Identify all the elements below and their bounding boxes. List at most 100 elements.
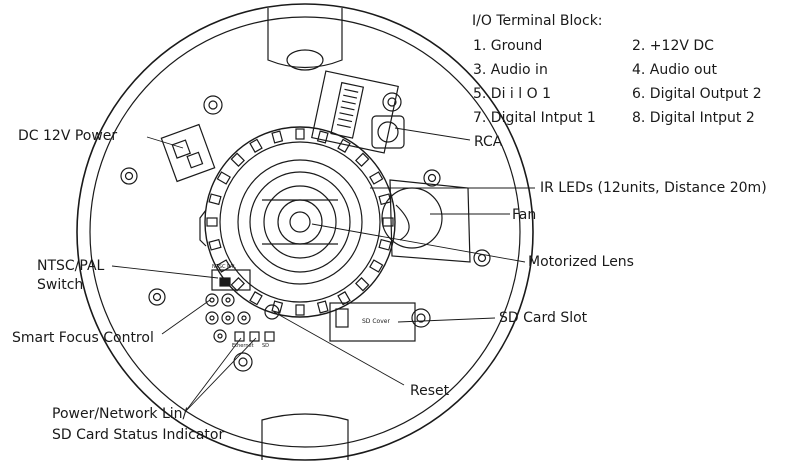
status-led — [249, 331, 260, 342]
fan-arc — [395, 204, 410, 241]
sd-card-slot-shape — [329, 302, 416, 342]
fan-housing — [389, 179, 471, 263]
fan-label: Fan — [512, 207, 537, 223]
screw — [382, 92, 402, 112]
lens-assembly — [204, 126, 396, 318]
leader-ntsc — [111, 265, 219, 279]
io-item: 6. Digital Output 2 — [632, 86, 762, 102]
top-mount-tab — [267, 8, 343, 69]
screws — [120, 92, 491, 372]
io-pins — [336, 88, 359, 129]
screw — [423, 169, 441, 187]
ir-led — [316, 130, 329, 144]
sd-slot-inner — [335, 308, 349, 328]
io-item: 2. +12V DC — [632, 38, 714, 54]
ir-leds-label: IR LEDs (12units, Distance 20m) — [540, 180, 767, 196]
top-slot — [286, 49, 324, 71]
screw — [387, 97, 397, 107]
ir-led-group — [206, 128, 394, 316]
lens-barrel-outer — [237, 159, 363, 285]
io-block-outline — [311, 70, 399, 154]
ir-led — [271, 300, 284, 314]
reset-label: Reset — [410, 383, 450, 399]
ir-led — [355, 277, 370, 292]
ir-led — [208, 238, 222, 251]
ir-led — [249, 291, 263, 306]
focus-button — [237, 311, 251, 325]
ir-led — [249, 138, 263, 153]
io-item: 5. Di i l O 1 — [473, 86, 551, 102]
status-indicator-label-2: SD Card Status Indicator — [52, 427, 225, 443]
ir-led — [355, 152, 370, 167]
sd-cover-text: SD Cover — [362, 318, 390, 325]
lens-ir-ring — [204, 126, 396, 318]
status-indicator-label: Power/Network Lin/ — [52, 406, 188, 422]
io-item: 3. Audio in — [473, 62, 548, 78]
ir-led — [369, 259, 384, 273]
dc-power-connector — [160, 123, 216, 183]
io-item: 1. Ground — [473, 38, 543, 54]
ir-led — [216, 171, 231, 185]
sd-text: SD — [262, 343, 270, 349]
ntsc-pal-label-2: Switch — [37, 277, 84, 293]
leader-rca — [394, 127, 471, 141]
ethernet-text: Ethernet — [232, 343, 254, 349]
dc-body — [160, 123, 216, 183]
status-indicator-leds — [234, 331, 275, 342]
ntsc-text: NTSC PAL — [212, 264, 236, 270]
leader-status — [184, 337, 242, 413]
ir-led — [295, 304, 305, 316]
sd-cover — [329, 302, 416, 342]
leader-status-2 — [184, 337, 257, 413]
switch-lever — [219, 277, 231, 287]
screw — [473, 249, 491, 267]
dc-socket — [186, 151, 204, 169]
dc-power-label: DC 12V Power — [18, 128, 118, 144]
screw — [124, 171, 134, 181]
leader-lens — [311, 223, 526, 263]
ir-led — [208, 193, 222, 206]
io-block-title: I/O Terminal Block: — [472, 13, 603, 29]
io-item: 4. Audio out — [632, 62, 717, 78]
ir-led — [271, 130, 284, 144]
ir-led — [382, 217, 394, 227]
ir-led — [295, 128, 305, 140]
io-item: 7. Digital Intput 1 — [473, 110, 596, 126]
leader-sd — [397, 317, 496, 323]
dc-socket — [171, 139, 191, 159]
screw — [152, 292, 162, 302]
lens-center — [289, 211, 311, 233]
lens-glass — [277, 199, 323, 245]
focus-button — [221, 311, 235, 325]
rca-housing — [371, 115, 405, 149]
focus-button — [213, 329, 227, 343]
ntsc-pal-switch — [211, 269, 251, 291]
screw — [120, 167, 138, 185]
io-item: 8. Digital Intput 2 — [632, 110, 755, 126]
ir-led — [378, 238, 392, 251]
lens-led-ring — [219, 141, 381, 303]
ir-led — [369, 171, 384, 185]
ir-led — [230, 152, 245, 167]
leader-reset — [273, 311, 405, 386]
screw — [148, 288, 166, 306]
bottom-mount-tab — [261, 413, 349, 460]
lens-bracket — [262, 199, 338, 245]
lens-barrel-mid — [249, 171, 351, 273]
focus-button-dot — [209, 297, 215, 303]
focus-button — [205, 311, 219, 325]
smart-focus-control-buttons — [205, 293, 251, 343]
ir-led — [230, 277, 245, 292]
focus-button-dot — [209, 315, 215, 321]
focus-button-dot — [225, 315, 231, 321]
focus-button-dot — [241, 315, 247, 321]
rca-connector — [371, 115, 405, 149]
io-block-inner — [330, 81, 365, 139]
housing-inner-ring — [89, 16, 521, 448]
screw — [427, 173, 437, 183]
screw — [477, 253, 487, 263]
screw — [238, 357, 248, 367]
housing-outer-ring — [76, 3, 534, 461]
